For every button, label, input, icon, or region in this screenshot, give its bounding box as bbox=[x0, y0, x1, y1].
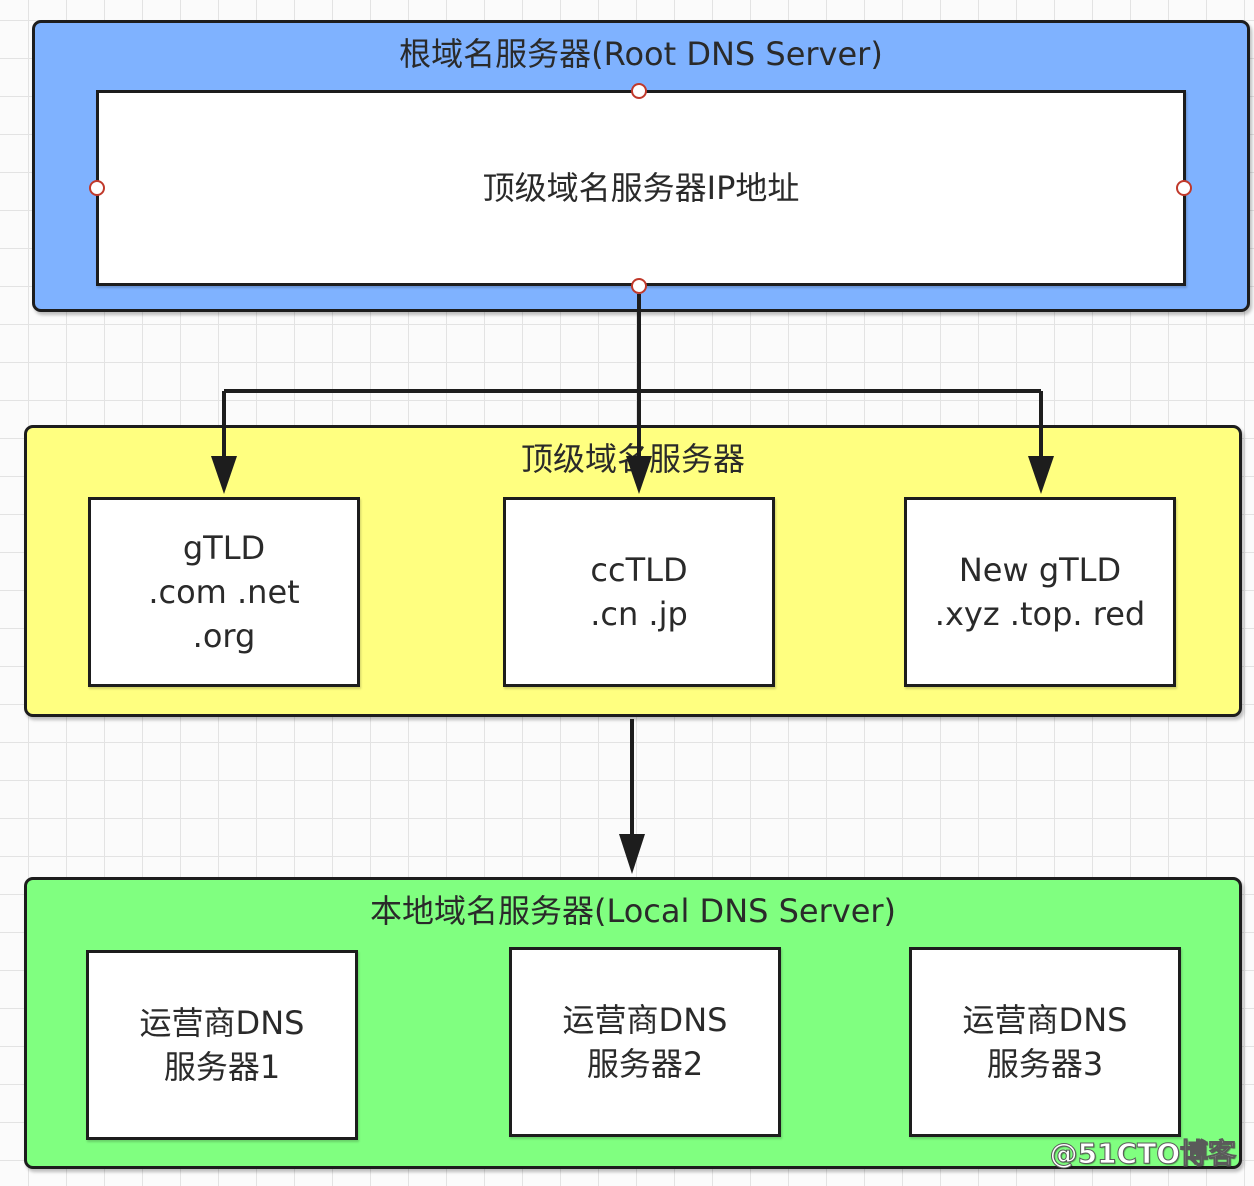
connection-handle-bottom[interactable] bbox=[631, 278, 647, 294]
box-line: New gTLD bbox=[958, 551, 1122, 589]
arrowhead-gtld bbox=[211, 456, 237, 494]
box-line: gTLD bbox=[182, 529, 266, 567]
box-line: .cn .jp bbox=[590, 595, 688, 633]
connection-handle-left[interactable] bbox=[89, 180, 105, 196]
arrowhead-new-gtld bbox=[1028, 456, 1054, 494]
box-line: 运营商DNS bbox=[962, 1001, 1128, 1039]
connection-handle-right[interactable] bbox=[1176, 180, 1192, 196]
connection-handle-top[interactable] bbox=[631, 83, 647, 99]
local-box-3: 运营商DNS 服务器3 bbox=[909, 947, 1181, 1137]
tld-box-cctld: ccTLD .cn .jp bbox=[503, 497, 775, 687]
local-box-2: 运营商DNS 服务器2 bbox=[509, 947, 781, 1137]
tld-box-gtld: gTLD .com .net .org bbox=[88, 497, 360, 687]
box-line: .org bbox=[192, 617, 256, 655]
box-line: 服务器1 bbox=[163, 1048, 281, 1086]
box-line: .xyz .top. red bbox=[934, 595, 1146, 633]
box-line: 服务器3 bbox=[986, 1045, 1104, 1083]
box-line: 服务器2 bbox=[586, 1045, 704, 1083]
box-line: 运营商DNS bbox=[139, 1004, 305, 1042]
box-line: 运营商DNS bbox=[562, 1001, 728, 1039]
root-dns-title: 根域名服务器(Root DNS Server) bbox=[399, 35, 883, 73]
root-inner-label: 顶级域名服务器IP地址 bbox=[482, 169, 800, 207]
arrowhead-cctld bbox=[626, 456, 652, 494]
local-dns-title: 本地域名服务器(Local DNS Server) bbox=[369, 892, 897, 930]
box-line: ccTLD bbox=[590, 551, 688, 589]
watermark: @51CTO博客 bbox=[1049, 1137, 1236, 1171]
tld-box-new-gtld: New gTLD .xyz .top. red bbox=[904, 497, 1176, 687]
arrowhead-local bbox=[619, 834, 645, 874]
box-line: .com .net bbox=[148, 573, 300, 611]
local-box-1: 运营商DNS 服务器1 bbox=[86, 950, 358, 1140]
